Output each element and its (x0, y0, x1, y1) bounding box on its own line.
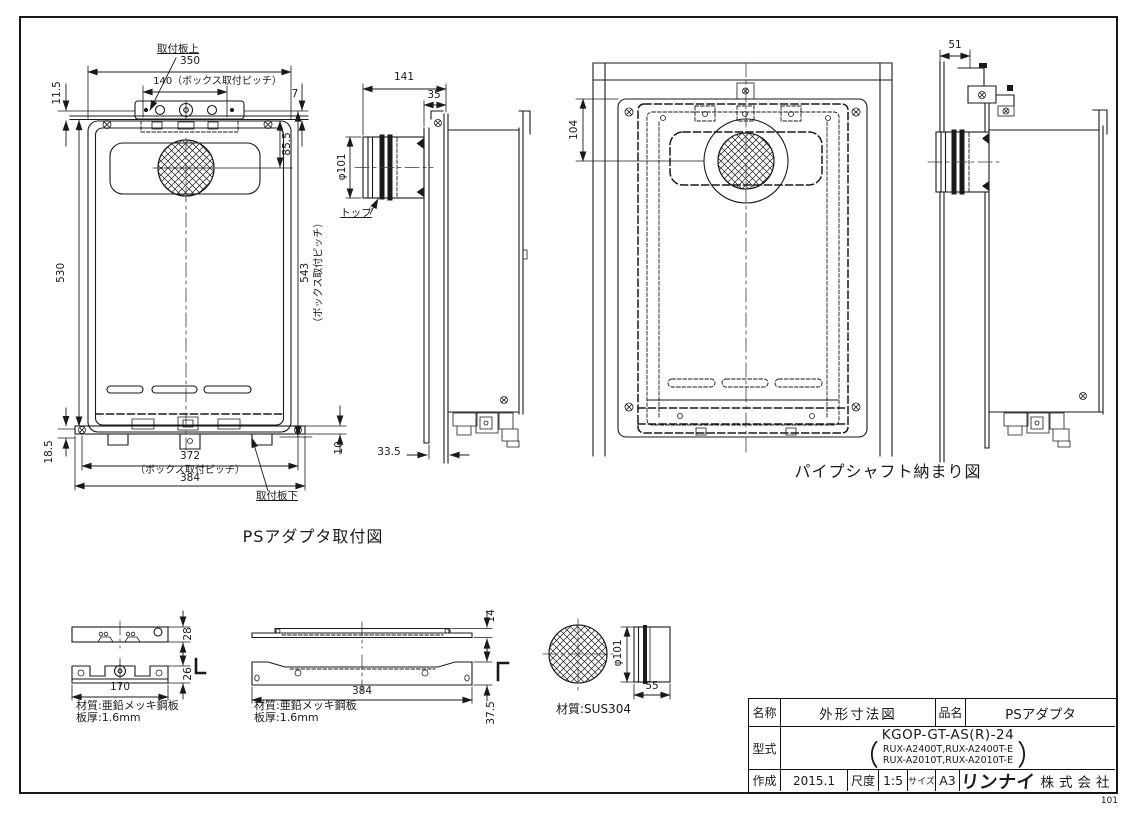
thickness-label-bracket-top: 板厚:1.6mm (76, 711, 141, 724)
dim-372: 372 (179, 450, 201, 462)
view-shaft-side-linework (927, 61, 1108, 463)
paren-close: ） (1017, 739, 1044, 773)
dim-37-5: 37.5 (485, 701, 498, 725)
caption-ps-adapter-mounting: PSアダプタ取付図 (242, 527, 384, 546)
page-number: 101 (1100, 796, 1118, 806)
title-name-value: 外形寸法図 (781, 699, 936, 727)
detail-cap-linework (542, 618, 671, 700)
dim-35: 35 (427, 89, 441, 101)
dim-140-pitch: 140（ボックス取付ピッチ） (153, 76, 282, 87)
dim-85-5: 85.5 (281, 132, 294, 156)
dim-55: 55 (645, 680, 659, 692)
title-model-value: KGOP-GT-AS(R)-24 (881, 727, 1015, 743)
view-shaft-side-dimensions (939, 49, 971, 69)
material-label-cap: 材質:SUS304 (556, 702, 631, 716)
label-plate-bottom: 取付板下 (256, 490, 298, 502)
dim-350: 350 (179, 55, 201, 67)
title-size-label: サイズ (908, 770, 936, 791)
title-model-cell: KGOP-GT-AS(R)-24 （ RUX-A2400T,RUX-A2400T… (781, 727, 1115, 770)
view-shaft-front-dimensions (575, 98, 705, 162)
title-product-label: 品名 (936, 699, 966, 727)
title-product-value: PSアダプタ (966, 699, 1115, 727)
label-top-flue: トップ (340, 207, 372, 219)
view-shaft-front-linework (592, 62, 893, 457)
dim-384: 384 (179, 472, 201, 484)
material-label-bracket-bottom: 材質:亜鉛メッキ鋼板 (254, 699, 357, 712)
title-model-sub2: RUX-A2010T,RUX-A2010T-E (882, 755, 1014, 766)
title-company-cell: リンナイ 株式会社 (959, 770, 1115, 793)
title-scale-label: 尺度 (848, 770, 879, 791)
title-name-label: 名称 (749, 699, 781, 727)
sheet-border (19, 16, 1118, 794)
dim-11-5: 11.5 (51, 81, 64, 105)
dim-7: 7 (291, 88, 299, 100)
title-model-sub1: RUX-A2400T,RUX-A2400T-E (882, 744, 1014, 756)
dim-18-5: 18.5 (43, 440, 56, 464)
dim-phi101-cap: φ101 (612, 639, 625, 667)
label-plate-top: 取付板上 (157, 43, 199, 55)
dim-141: 141 (393, 71, 415, 83)
dim-14: 14 (485, 609, 498, 623)
dim-33-5: 33.5 (377, 446, 401, 458)
thickness-label-bracket-bottom: 板厚:1.6mm (254, 711, 319, 724)
dim-543: 543 (299, 262, 312, 283)
view-side-linework (354, 110, 531, 464)
title-model-label: 型式 (749, 727, 781, 770)
caption-pipe-shaft: パイプシャフト納まり図 (794, 462, 982, 481)
company-suffix: 株式会社 (1040, 774, 1115, 791)
paren-open: （ (852, 739, 879, 773)
dim-28: 28 (182, 627, 195, 641)
dim-543-note: （ボックス取付ピッチ） (313, 217, 325, 328)
dim-104: 104 (568, 119, 581, 140)
dim-384-bracket: 384 (351, 685, 373, 697)
title-created-label: 作成 (749, 770, 781, 791)
dim-372-note: （ボックス取付ピッチ） (135, 465, 245, 476)
dim-530: 530 (55, 262, 68, 283)
detail-bracket-bottom-linework (251, 611, 510, 704)
view-side-dimensions (345, 83, 470, 460)
detail-bracket-top-linework (71, 610, 207, 701)
dim-phi101-side: φ101 (336, 153, 349, 181)
view-front-dimensions (57, 57, 347, 492)
title-scale-value: 1:5 (879, 770, 908, 791)
dim-26: 26 (182, 667, 195, 681)
title-size-value: A3 (936, 770, 960, 791)
view-front-linework (69, 100, 309, 451)
dim-51: 51 (948, 39, 962, 51)
dim-170: 170 (109, 681, 131, 693)
dim-10: 10 (333, 441, 346, 455)
company-logo: リンナイ (959, 771, 1036, 793)
material-label-bracket-top: 材質:亜鉛メッキ鋼板 (76, 699, 179, 712)
title-created-value: 2015.1 (781, 770, 848, 791)
title-block: 名称 外形寸法図 品名 PSアダプタ 型式 KGOP-GT-AS(R)-24 （… (748, 698, 1117, 793)
